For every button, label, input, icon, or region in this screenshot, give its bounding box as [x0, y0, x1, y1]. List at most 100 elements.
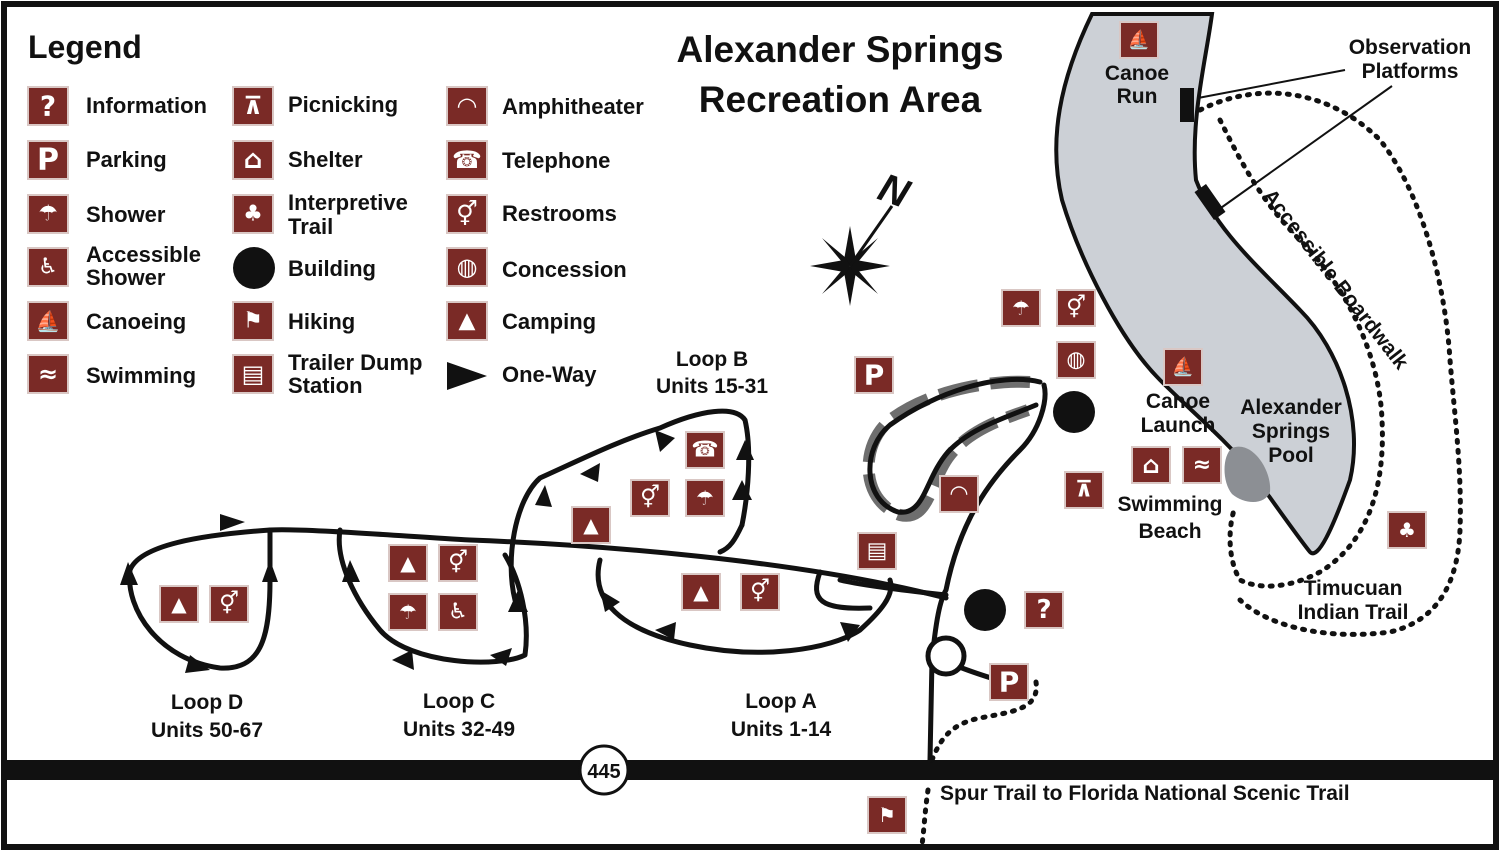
map-concession-icon — [1056, 341, 1096, 379]
map-interpretive-trail-icon — [1387, 511, 1427, 549]
svg-text:♿: ♿ — [38, 255, 58, 280]
one-way-arrow-icon — [447, 362, 487, 390]
loopb-telephone-icon — [685, 431, 725, 469]
svg-text:♣: ♣ — [243, 202, 263, 227]
svg-text:Picnicking: Picnicking — [288, 92, 398, 117]
svg-text:⛵: ⛵ — [1128, 29, 1150, 51]
swimming-beach-label-1: Swimming — [1117, 493, 1222, 516]
svg-text:?: ? — [40, 90, 56, 123]
building-2 — [964, 589, 1006, 631]
svg-text:☂: ☂ — [1012, 296, 1030, 320]
legend-item-canoeing: ⛵ Canoeing — [27, 301, 186, 341]
svg-text:Camping: Camping — [502, 309, 596, 334]
svg-text:◠: ◠ — [951, 482, 968, 507]
map-shower-icon — [1001, 289, 1041, 327]
svg-text:▲: ▲ — [693, 580, 709, 604]
canoe-run-label-1: Canoe — [1105, 62, 1169, 85]
map-parking-icon-2 — [989, 663, 1029, 701]
svg-text:☂: ☂ — [696, 486, 714, 510]
svg-text:⚑: ⚑ — [878, 803, 896, 827]
svg-text:⚥: ⚥ — [1066, 294, 1086, 321]
map-swimming-icon — [1182, 446, 1222, 484]
svg-text:One-Way: One-Way — [502, 362, 597, 387]
map-canoe-launch-icon — [1163, 348, 1203, 386]
svg-text:⌂: ⌂ — [244, 145, 263, 175]
loop-d-units: Units 50-67 — [151, 719, 263, 742]
svg-text:Parking: Parking — [86, 147, 167, 172]
loop-b-name: Loop B — [676, 348, 748, 371]
building-legend — [233, 247, 275, 289]
loop-a-units: Units 1-14 — [731, 718, 832, 741]
telephone-icon — [446, 140, 488, 180]
loopb-shower-icon — [685, 479, 725, 517]
loop-a-name: Loop A — [745, 690, 817, 713]
legend-item-shower: ☂ Shower — [27, 194, 166, 234]
map-title-line2: Recreation Area — [699, 79, 982, 120]
legend-item-telephone: ☎ Telephone — [446, 140, 610, 180]
loop-c-units: Units 32-49 — [403, 718, 515, 741]
svg-text:P: P — [999, 666, 1020, 699]
amphitheater-icon — [446, 86, 488, 126]
restrooms-icon — [446, 194, 488, 234]
loopa-camping-icon — [681, 573, 721, 611]
legend-item-picnicking: ⊼ Picnicking — [232, 86, 398, 126]
swimming-beach-label-2: Beach — [1138, 520, 1201, 543]
loop-c-name: Loop C — [423, 690, 495, 713]
svg-text:☎: ☎ — [691, 438, 718, 463]
legend-item-hiking: ⚑ Hiking — [232, 301, 355, 341]
compass-rose — [810, 205, 894, 306]
legend-item-accessible-shower: ♿ Accessible Shower — [27, 242, 201, 290]
svg-text:⚥: ⚥ — [448, 549, 468, 576]
loopb-camping-icon — [571, 506, 611, 544]
concession-icon — [446, 247, 488, 287]
svg-text:⚥: ⚥ — [219, 590, 239, 617]
svg-text:⊼: ⊼ — [243, 92, 263, 120]
spur-trail-label: Spur Trail to Florida National Scenic Tr… — [940, 782, 1350, 805]
loopa-restrooms-icon — [740, 573, 780, 611]
svg-text:▲: ▲ — [400, 551, 416, 575]
svg-text:⊼: ⊼ — [1075, 478, 1093, 503]
svg-text:⚥: ⚥ — [456, 200, 478, 228]
map-restrooms-icon — [1056, 289, 1096, 327]
svg-text:Swimming: Swimming — [86, 363, 196, 388]
map-title-line1: Alexander Springs — [677, 29, 1004, 70]
timucuan-indian-trail — [1217, 117, 1385, 589]
svg-text:Station: Station — [288, 373, 363, 398]
legend-item-trailer-dump: ▤ Trailer Dump Station — [232, 350, 422, 398]
svg-text:▤: ▤ — [242, 360, 265, 388]
loopc-accessible-shower-icon — [438, 593, 478, 631]
svg-text:≈: ≈ — [38, 360, 58, 388]
map-picnic-icon — [1064, 471, 1104, 509]
svg-text:P: P — [864, 359, 885, 392]
svg-text:⚑: ⚑ — [243, 309, 263, 334]
svg-text:≈: ≈ — [1193, 453, 1211, 478]
observation-label-1: Observation — [1349, 36, 1472, 59]
spur-trail — [919, 679, 1039, 848]
legend-item-camping: ▲ Camping — [446, 301, 596, 341]
svg-text:♣: ♣ — [1398, 518, 1416, 542]
springs-pool — [1224, 446, 1271, 503]
pool-label-3: Pool — [1268, 444, 1314, 467]
svg-text:⛵: ⛵ — [1172, 356, 1194, 378]
trailer-dump-icon — [232, 354, 274, 394]
building-1 — [1053, 391, 1095, 433]
legend-heading: Legend — [28, 29, 142, 65]
pool-label-1: Alexander — [1240, 396, 1342, 419]
map-canoe-run-icon — [1119, 21, 1159, 59]
legend-item-swimming: ≈ Swimming — [27, 354, 196, 394]
accessible-boardwalk — [1197, 90, 1463, 637]
svg-text:◍: ◍ — [1066, 348, 1085, 373]
legend-item-building: Building — [288, 256, 376, 281]
svg-text:Shelter: Shelter — [288, 147, 363, 172]
highway-shield — [578, 744, 630, 796]
svg-text:?: ? — [1036, 595, 1051, 625]
loopc-camping-icon — [388, 544, 428, 582]
svg-text:Restrooms: Restrooms — [502, 201, 617, 226]
legend-item-amphitheater: ◠ Amphitheater — [446, 86, 644, 126]
information-icon — [27, 86, 69, 126]
map-information-icon — [1024, 591, 1064, 629]
map-shelter-icon — [1131, 446, 1171, 484]
svg-text:♿: ♿ — [448, 600, 468, 625]
observation-platform-2 — [1194, 184, 1226, 220]
